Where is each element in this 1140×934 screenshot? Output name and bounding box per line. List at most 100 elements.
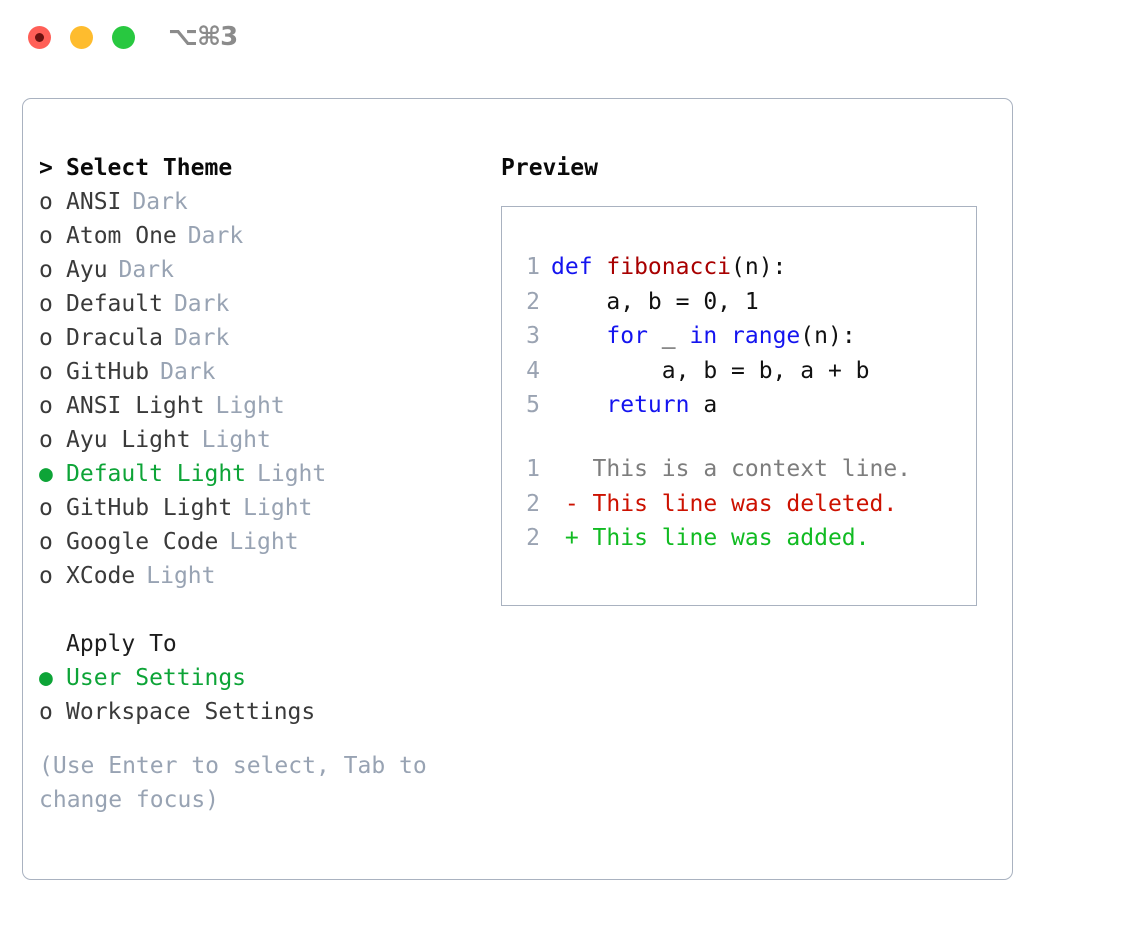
apply-to-option-label: User Settings	[66, 665, 247, 691]
theme-category-tag: Light	[146, 563, 216, 589]
diff-line-number: 2	[526, 525, 540, 551]
theme-list-item[interactable]: o XCode Light	[39, 559, 509, 593]
theme-category-tag: Dark	[160, 359, 216, 385]
select-theme-header: > Select Theme	[39, 151, 509, 185]
theme-name-label: Default Light	[66, 461, 247, 487]
code-token: def	[551, 254, 607, 280]
code-token: a, b = 0, 1	[551, 288, 759, 315]
radio-unselected-icon: o	[39, 563, 53, 589]
theme-category-tag: Dark	[187, 223, 244, 249]
apply-to-option-label: Workspace Settings	[66, 699, 316, 725]
diff-line-text: + This line was added.	[551, 525, 870, 551]
radio-unselected-icon: o	[39, 223, 53, 249]
diff-line: 2 - This line was deleted.	[514, 487, 970, 522]
theme-name-label: Atom One	[66, 223, 177, 249]
radio-unselected-icon: o	[39, 325, 53, 351]
radio-unselected-icon: o	[39, 189, 53, 215]
radio-selected-icon: ●	[39, 665, 53, 691]
radio-unselected-icon: o	[39, 257, 53, 283]
theme-category-tag: Dark	[118, 257, 174, 283]
list-spacer	[39, 593, 509, 627]
diff-line-text: This is a context line.	[551, 456, 912, 482]
code-token: a	[689, 392, 718, 418]
code-token: (n):	[731, 254, 787, 280]
theme-name-label: Default	[66, 291, 163, 317]
radio-unselected-icon: o	[39, 393, 53, 419]
theme-category-tag: Light	[243, 495, 313, 521]
code-token: range	[731, 323, 801, 349]
theme-category-tag: Light	[201, 427, 271, 453]
apply-to-option[interactable]: ● User Settings	[39, 661, 509, 695]
code-token: for	[606, 323, 648, 349]
close-button[interactable]	[28, 26, 51, 49]
code-line-number: 1	[526, 254, 540, 280]
select-theme-header-label: Select Theme	[66, 155, 233, 181]
prompt-caret-icon: >	[39, 155, 53, 181]
code-line: 1 def fibonacci(n):	[514, 250, 970, 285]
code-token: return	[606, 392, 690, 418]
code-token: _	[647, 323, 690, 349]
radio-unselected-icon: o	[39, 359, 53, 385]
diff-line: 2 + This line was added.	[514, 521, 970, 556]
diff-line-text: - This line was deleted.	[551, 490, 898, 517]
theme-name-label: ANSI Light	[66, 393, 205, 419]
title-bar: ⌥⌘3	[0, 0, 1140, 78]
theme-list-item[interactable]: o GitHub Dark	[39, 355, 509, 389]
theme-category-tag: Dark	[132, 189, 188, 215]
theme-list-item[interactable]: o Ayu Dark	[39, 253, 509, 287]
theme-category-tag: Dark	[173, 325, 230, 351]
theme-list-item[interactable]: o Atom One Dark	[39, 219, 509, 253]
code-line-number: 5	[526, 392, 540, 418]
traffic-lights	[28, 26, 135, 49]
code-line: 5 return a	[514, 388, 970, 423]
theme-category-tag: Light	[257, 461, 327, 487]
preview-title: Preview	[501, 155, 598, 181]
theme-name-label: XCode	[66, 563, 136, 589]
code-line-number: 3	[526, 323, 540, 349]
theme-list-item[interactable]: o ANSI Dark	[39, 185, 509, 219]
theme-name-label: Ayu Light	[66, 427, 191, 453]
code-token: in	[689, 323, 718, 349]
theme-name-label: ANSI	[66, 189, 122, 215]
theme-category-tag: Dark	[173, 291, 230, 317]
code-line: 3 for _ in range(n):	[514, 319, 970, 354]
minimize-button[interactable]	[70, 26, 93, 49]
theme-name-label: GitHub Light	[66, 495, 233, 521]
code-token	[551, 392, 606, 418]
theme-list-item[interactable]: ● Default Light Light	[39, 457, 509, 491]
zoom-button[interactable]	[112, 26, 135, 49]
theme-list-item[interactable]: o Dracula Dark	[39, 321, 509, 355]
code-token: fibonacci	[606, 254, 732, 280]
diff-line: 1 This is a context line.	[514, 452, 970, 487]
code-token: a, b = b, a + b	[551, 357, 870, 384]
code-line-number: 4	[526, 357, 540, 384]
code-line: 2 a, b = 0, 1	[514, 285, 970, 320]
radio-unselected-icon: o	[39, 291, 53, 317]
code-token: (n):	[800, 323, 856, 349]
theme-name-label: Ayu	[66, 257, 108, 283]
apply-to-options: ● User Settings o Workspace Settings	[39, 661, 509, 729]
apply-to-option[interactable]: o Workspace Settings	[39, 695, 509, 729]
keyboard-hint-text: (Use Enter to select, Tab to change focu…	[39, 753, 427, 813]
theme-name-label: Dracula	[66, 325, 163, 351]
apply-to-header: Apply To	[66, 631, 177, 657]
code-token	[551, 323, 606, 349]
theme-category-tag: Light	[229, 529, 299, 555]
radio-unselected-icon: o	[39, 699, 53, 725]
theme-name-label: GitHub	[66, 359, 150, 385]
radio-selected-icon: ●	[39, 461, 53, 487]
theme-list-item[interactable]: o Default Dark	[39, 287, 509, 321]
diff-line-number: 2	[526, 490, 540, 517]
code-line: 4 a, b = b, a + b	[514, 354, 970, 389]
